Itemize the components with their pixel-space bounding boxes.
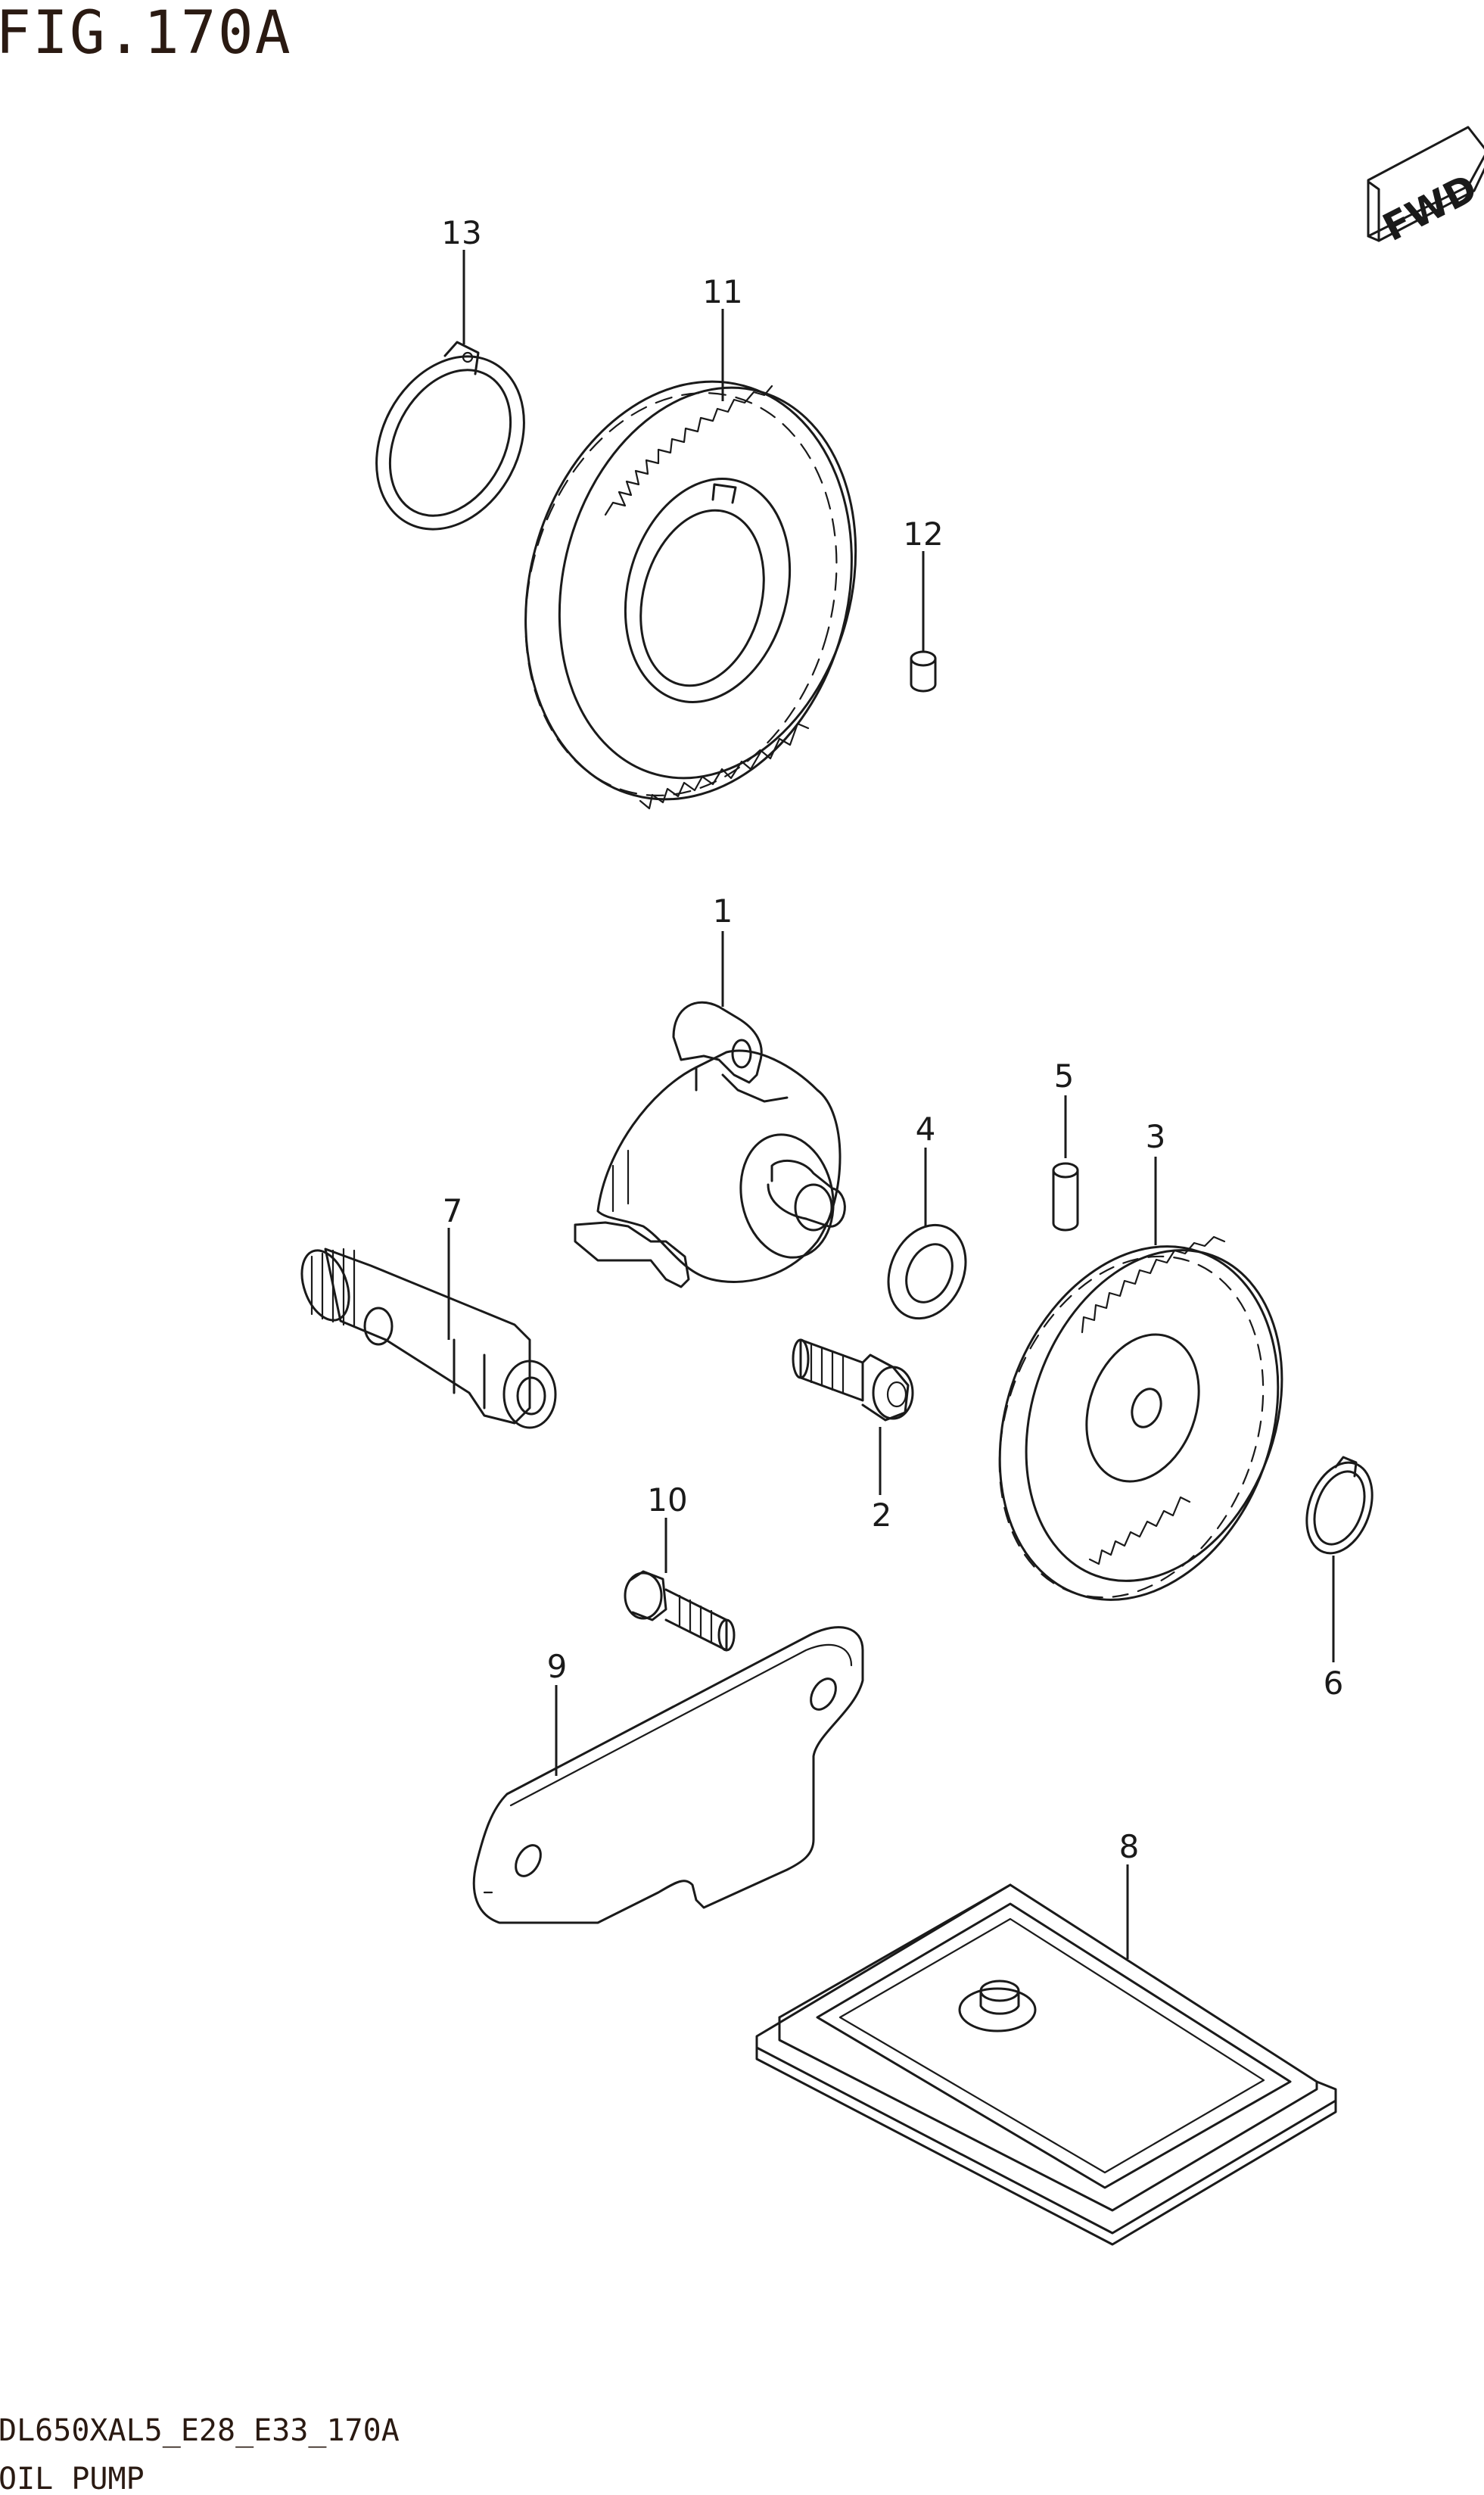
part-6-circlip [1305, 1456, 1374, 1555]
callout-leaders [447, 250, 1335, 1959]
part-7-shaft [300, 1248, 557, 1429]
model-code: DL650XAL5_E28_E33_170A [0, 2413, 400, 2448]
callout-5: 5 [1054, 1057, 1075, 1095]
callout-11: 11 [702, 273, 742, 310]
part-13-circlip [375, 341, 525, 531]
callout-6: 6 [1324, 1665, 1344, 1702]
part-11-driven-gear [524, 380, 857, 810]
callout-1: 1 [713, 892, 733, 930]
callout-9: 9 [547, 1648, 568, 1685]
callout-12: 12 [903, 516, 943, 553]
part-2-bolt [792, 1338, 914, 1422]
callout-labels: 1 2 3 4 5 6 7 8 9 10 11 12 13 [441, 214, 1343, 1865]
part-4-washer [887, 1223, 967, 1320]
part-9-bracket [472, 1626, 864, 1924]
part-1-oil-pump [574, 1001, 846, 1288]
part-8-strainer [755, 1883, 1337, 2246]
part-3-drive-gear [998, 1235, 1283, 1601]
callout-2: 2 [872, 1497, 892, 1534]
part-5-pin [1052, 1162, 1079, 1232]
part-12-pin [910, 650, 937, 693]
forward-arrow-icon [1367, 126, 1484, 242]
callout-4: 4 [916, 1110, 936, 1148]
figure-title: FIG.170A [0, 0, 292, 67]
callout-13: 13 [441, 214, 481, 251]
callout-7: 7 [443, 1192, 463, 1229]
callout-3: 3 [1146, 1118, 1166, 1155]
fwd-badge: FWD [1367, 126, 1484, 250]
part-10-bolt [624, 1570, 736, 1652]
callout-10: 10 [647, 1481, 687, 1518]
section-name: OIL PUMP [0, 2462, 145, 2495]
callout-8: 8 [1119, 1828, 1140, 1865]
